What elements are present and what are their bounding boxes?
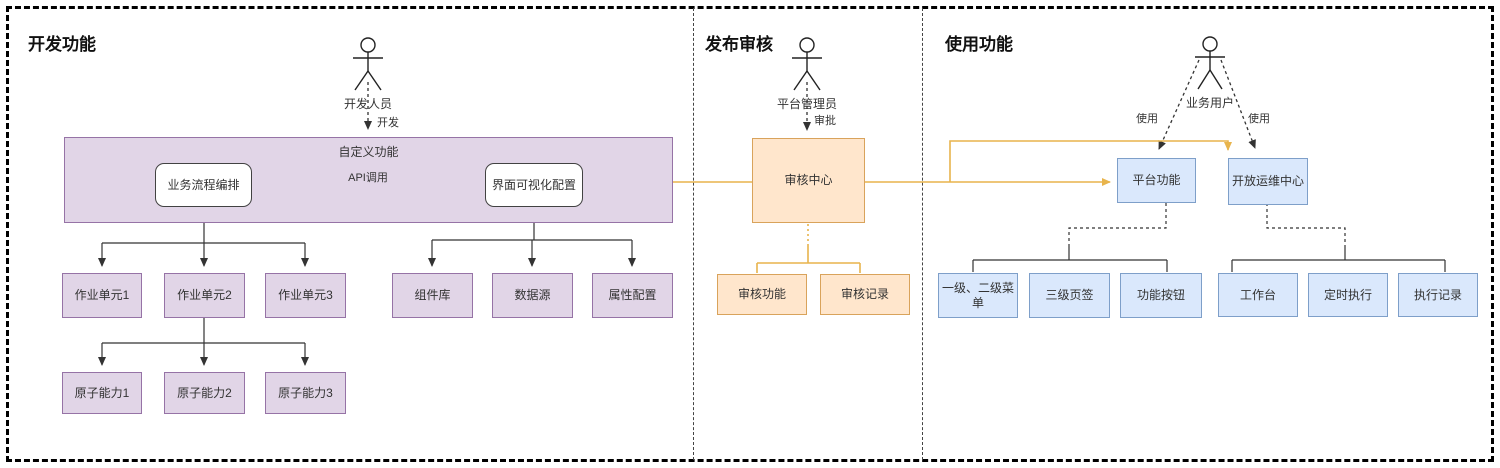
atomic-tree <box>102 318 305 344</box>
use-arrow-left <box>1158 59 1200 150</box>
menu-levels-node: 一级、二级菜单 <box>938 273 1018 318</box>
api-call-edge-label: API调用 <box>348 172 388 184</box>
orange-link-review-to-ops <box>949 140 1232 182</box>
exec-record-node: 执行记录 <box>1398 273 1478 317</box>
business-user-actor-label: 业务用户 <box>1185 96 1234 110</box>
component-lib-node: 组件库 <box>392 273 473 318</box>
open-ops-center-node: 开放运维中心 <box>1228 158 1308 205</box>
review-record-node: 审核记录 <box>820 274 910 315</box>
review-center-node: 审核中心 <box>752 138 865 223</box>
separator-dev-review <box>693 8 694 460</box>
platform-admin-actor-label: 平台管理员 <box>776 97 837 111</box>
platform-admin-actor-icon <box>792 37 822 91</box>
ops-children-dashed <box>1266 203 1346 246</box>
developer-actor-label: 开发人员 <box>343 97 392 111</box>
review-children-tree <box>756 244 861 273</box>
atomic-ability-2-node: 原子能力2 <box>164 372 245 414</box>
platform-children-dashed <box>1068 203 1167 246</box>
work-unit-3-node: 作业单元3 <box>265 273 346 318</box>
work-unit-1-node: 作业单元1 <box>62 273 142 318</box>
work-unit-2-node: 作业单元2 <box>164 273 245 318</box>
ops-children-tree <box>1231 246 1446 272</box>
separator-review-use <box>922 8 923 460</box>
third-level-tab-node: 三级页签 <box>1029 273 1110 318</box>
business-user-actor-icon <box>1195 36 1225 90</box>
use-edge-label-left: 使用 <box>1136 113 1158 125</box>
develop-edge-label: 开发 <box>377 117 399 129</box>
custom-function-container-title: 自定义功能 <box>338 145 399 159</box>
atomic-ability-1-node: 原子能力1 <box>62 372 142 414</box>
section-title-review: 发布审核 <box>705 35 773 54</box>
use-edge-label-right: 使用 <box>1248 113 1270 125</box>
atomic-ability-3-node: 原子能力3 <box>265 372 346 414</box>
data-source-node: 数据源 <box>492 273 573 318</box>
review-function-node: 审核功能 <box>717 274 807 315</box>
attr-config-node: 属性配置 <box>592 273 673 318</box>
platform-function-node: 平台功能 <box>1117 158 1196 203</box>
use-arrow-right <box>1220 59 1256 149</box>
developer-actor-icon <box>353 37 383 91</box>
scheduled-exec-node: 定时执行 <box>1308 273 1388 317</box>
flow-orchestration-node: 业务流程编排 <box>155 163 252 207</box>
platform-children-tree <box>972 246 1168 272</box>
section-title-use: 使用功能 <box>945 35 1013 54</box>
ui-visual-config-node: 界面可视化配置 <box>485 163 583 207</box>
workbench-node: 工作台 <box>1218 273 1298 317</box>
section-title-dev: 开发功能 <box>28 35 96 54</box>
function-button-node: 功能按钮 <box>1120 273 1202 318</box>
approve-edge-label: 审批 <box>814 115 836 127</box>
